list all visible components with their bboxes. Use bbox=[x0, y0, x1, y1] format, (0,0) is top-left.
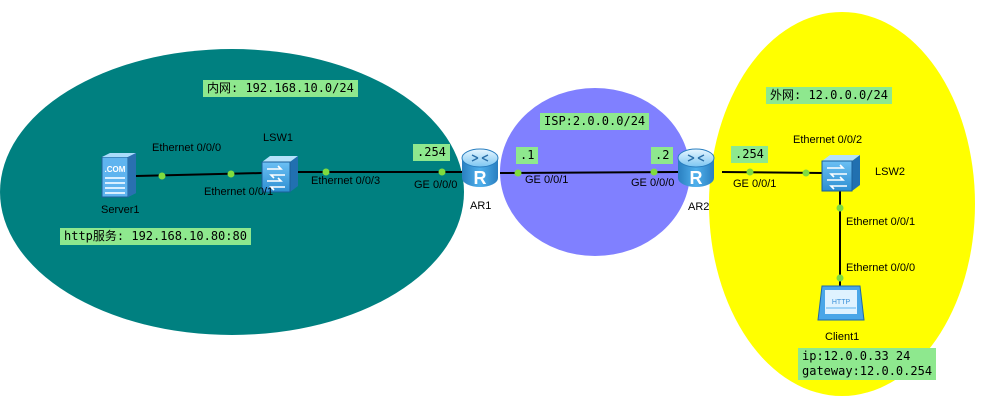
ip-tag-ar1-ge0: .254 bbox=[413, 144, 450, 161]
extranet-zone-label: 外网: 12.0.0.0/24 bbox=[766, 87, 892, 104]
port-label-ar2-ge1: GE 0/0/1 bbox=[733, 178, 777, 190]
port-label-lsw1-eth3: Ethernet 0/0/3 bbox=[311, 175, 381, 187]
http-client-icon[interactable]: HTTP bbox=[817, 285, 865, 321]
ip-tag-ar2-ge0: .2 bbox=[651, 147, 674, 164]
port-dot-lsw2-eth2 bbox=[802, 169, 810, 177]
port-label-lsw2-eth2: Ethernet 0/0/2 bbox=[793, 134, 863, 146]
ip-tag-ar2-ge1: .254 bbox=[731, 146, 768, 163]
port-label-lsw1-eth1: Ethernet 0/0/1 bbox=[204, 186, 274, 198]
port-label-client1-eth0: Ethernet 0/0/0 bbox=[846, 262, 916, 274]
port-label-ar2-ge0: GE 0/0/0 bbox=[631, 177, 675, 189]
port-dot-lsw1-eth3 bbox=[322, 168, 330, 176]
ip-tag-ar1-ge1: .1 bbox=[516, 147, 539, 164]
ar2-label: AR2 bbox=[688, 201, 710, 213]
port-dot-lsw1-eth1 bbox=[227, 170, 235, 178]
port-dot-ar1-ge1 bbox=[514, 169, 522, 177]
svg-text:R: R bbox=[474, 168, 487, 188]
port-label-ar1-ge1: GE 0/0/1 bbox=[525, 174, 569, 186]
switch-icon[interactable] bbox=[821, 155, 860, 192]
port-dot-lsw2-eth1 bbox=[836, 204, 844, 212]
ar1-label: AR1 bbox=[470, 200, 492, 212]
intranet-zone-label: 内网: 192.168.10.0/24 bbox=[203, 80, 358, 97]
router-icon[interactable]: R bbox=[461, 148, 499, 188]
port-label-server1-eth0: Ethernet 0/0/0 bbox=[152, 142, 222, 154]
http-client-icon-text: HTTP bbox=[832, 299, 851, 306]
lsw2-label: LSW2 bbox=[875, 166, 905, 178]
port-label-lsw2-eth1: Ethernet 0/0/1 bbox=[846, 216, 916, 228]
switch-icon[interactable] bbox=[261, 156, 298, 193]
svg-text:R: R bbox=[690, 168, 703, 188]
port-dot-server1 bbox=[158, 172, 166, 180]
port-dot-ar1-ge0 bbox=[438, 168, 446, 176]
client-config-note: ip:12.0.0.33 24 gateway:12.0.0.254 bbox=[798, 348, 937, 380]
port-label-ar1-ge0: GE 0/0/0 bbox=[414, 179, 458, 191]
port-dot-ar2-ge1 bbox=[746, 168, 754, 176]
router-icon[interactable]: R bbox=[677, 148, 715, 188]
lsw1-label: LSW1 bbox=[263, 132, 293, 144]
isp-zone-label: ISP:2.0.0.0/24 bbox=[540, 113, 650, 130]
http-service-note: http服务: 192.168.10.80:80 bbox=[60, 228, 251, 245]
link-ar1-ar2 bbox=[499, 171, 679, 174]
intranet-zone bbox=[0, 49, 464, 335]
server-icon-text: .COM bbox=[105, 165, 126, 174]
link-server1-lsw1 bbox=[135, 172, 263, 177]
client1-label: Client1 bbox=[825, 331, 860, 343]
port-dot-ar2-ge0 bbox=[650, 168, 658, 176]
port-dots bbox=[158, 168, 844, 282]
server1-label: Server1 bbox=[101, 204, 140, 216]
extranet-zone bbox=[709, 12, 975, 396]
port-dot-client1 bbox=[836, 274, 844, 282]
server-icon[interactable]: .COM bbox=[101, 153, 136, 198]
